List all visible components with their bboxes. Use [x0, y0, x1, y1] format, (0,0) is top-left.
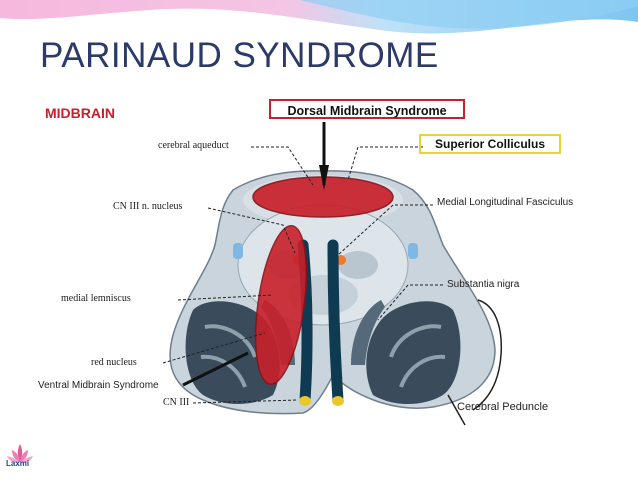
- label-cn3-nucleus: CN III n. nucleus: [113, 201, 183, 212]
- label-cerebral-aqueduct: cerebral aqueduct: [158, 140, 229, 151]
- header-wave-decoration: [0, 0, 638, 34]
- slide-title: PARINAUD SYNDROME: [40, 36, 439, 75]
- midbrain-diagram: MIDBRAIN Dorsal Midbrain Syndrome Superi…: [33, 95, 605, 434]
- label-mlf: Medial Longitudinal Fasciculus: [437, 197, 574, 208]
- midbrain-heading: MIDBRAIN: [45, 105, 115, 121]
- label-red-nucleus: red nucleus: [91, 357, 137, 368]
- label-substantia-nigra: Substantia nigra: [447, 279, 520, 290]
- midbrain-illustration: [162, 122, 503, 426]
- label-cn3: CN III: [163, 397, 190, 408]
- superior-colliculus-box: Superior Colliculus: [419, 134, 561, 154]
- dorsal-syndrome-box: Dorsal Midbrain Syndrome: [269, 99, 465, 119]
- label-ventral-syndrome: Ventral Midbrain Syndrome: [38, 380, 159, 391]
- logo-text: Laxmi: [6, 459, 30, 468]
- label-medial-lemniscus: medial lemniscus: [61, 293, 131, 304]
- lotus-logo-icon: [7, 444, 33, 464]
- label-cerebral-peduncle: Cerebral Peduncle: [457, 401, 549, 413]
